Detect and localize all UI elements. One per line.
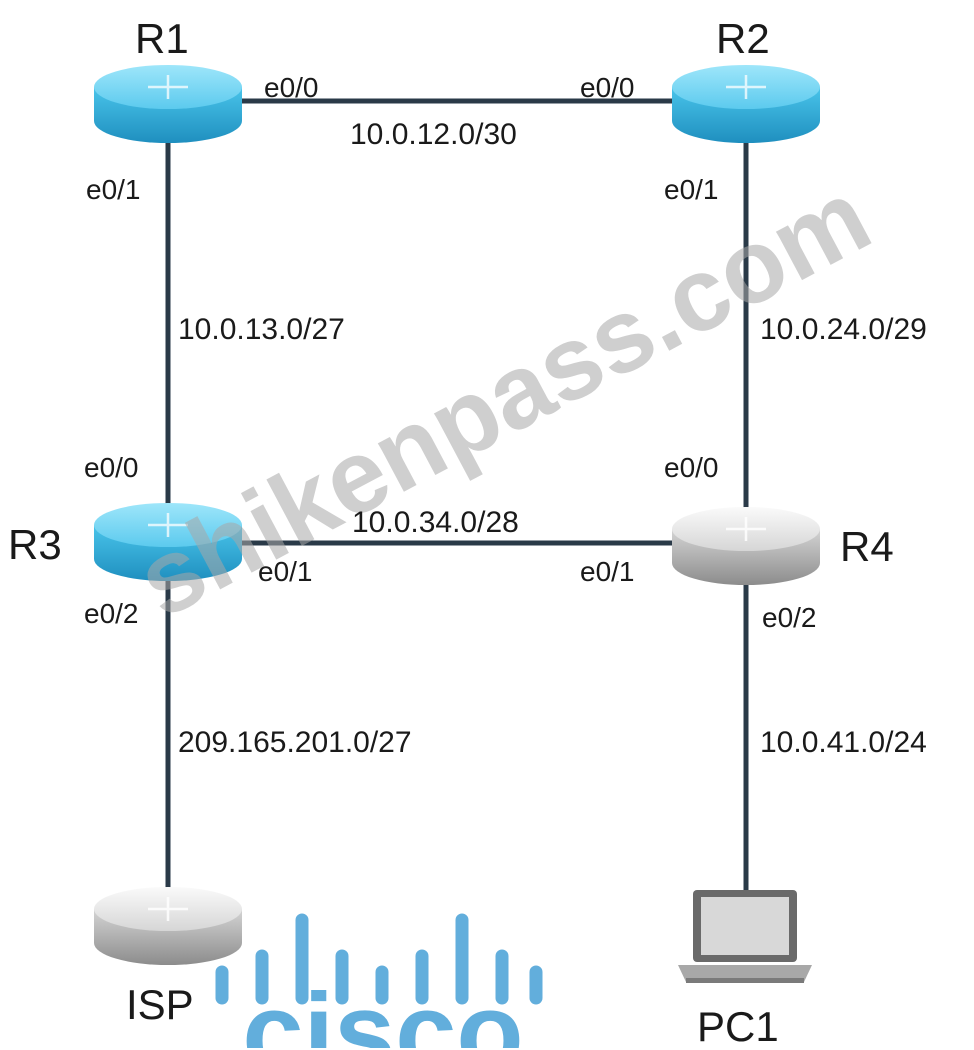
port-r1-e01: e0/1	[86, 174, 141, 205]
network-r3-r4: 10.0.34.0/28	[352, 506, 519, 539]
port-r4-e00: e0/0	[664, 452, 719, 483]
network-r2-r4: 10.0.24.0/29	[760, 313, 927, 346]
router-r2-icon[interactable]	[672, 65, 820, 143]
port-r2-e01: e0/1	[664, 174, 719, 205]
port-r3-e00: e0/0	[84, 452, 139, 483]
router-isp-icon[interactable]	[94, 887, 242, 965]
network-r1-r3: 10.0.13.0/27	[178, 313, 345, 346]
port-r3-e01: e0/1	[258, 556, 313, 587]
port-r2-e00: e0/0	[580, 72, 635, 103]
label-r2: R2	[716, 15, 770, 62]
cisco-logo-wordmark: cisco	[242, 971, 523, 1048]
laptop-pc1-icon[interactable]	[678, 890, 812, 983]
label-isp: ISP	[126, 981, 194, 1028]
network-r4-pc1: 10.0.41.0/24	[760, 726, 927, 759]
label-r4: R4	[840, 523, 894, 570]
network-r3-isp: 209.165.201.0/27	[178, 726, 412, 759]
router-r3-icon[interactable]	[94, 503, 242, 581]
router-r1-icon[interactable]	[94, 65, 242, 143]
port-r4-e01: e0/1	[580, 556, 635, 587]
port-r4-e02: e0/2	[762, 602, 817, 633]
port-r1-e00: e0/0	[264, 72, 319, 103]
label-r3: R3	[8, 521, 62, 568]
label-r1: R1	[135, 15, 189, 62]
port-r3-e02: e0/2	[84, 598, 139, 629]
network-r1-r2: 10.0.12.0/30	[350, 118, 517, 151]
cisco-logo	[215, 913, 543, 1005]
label-pc1: PC1	[697, 1003, 779, 1050]
router-r4-icon[interactable]	[672, 507, 820, 585]
